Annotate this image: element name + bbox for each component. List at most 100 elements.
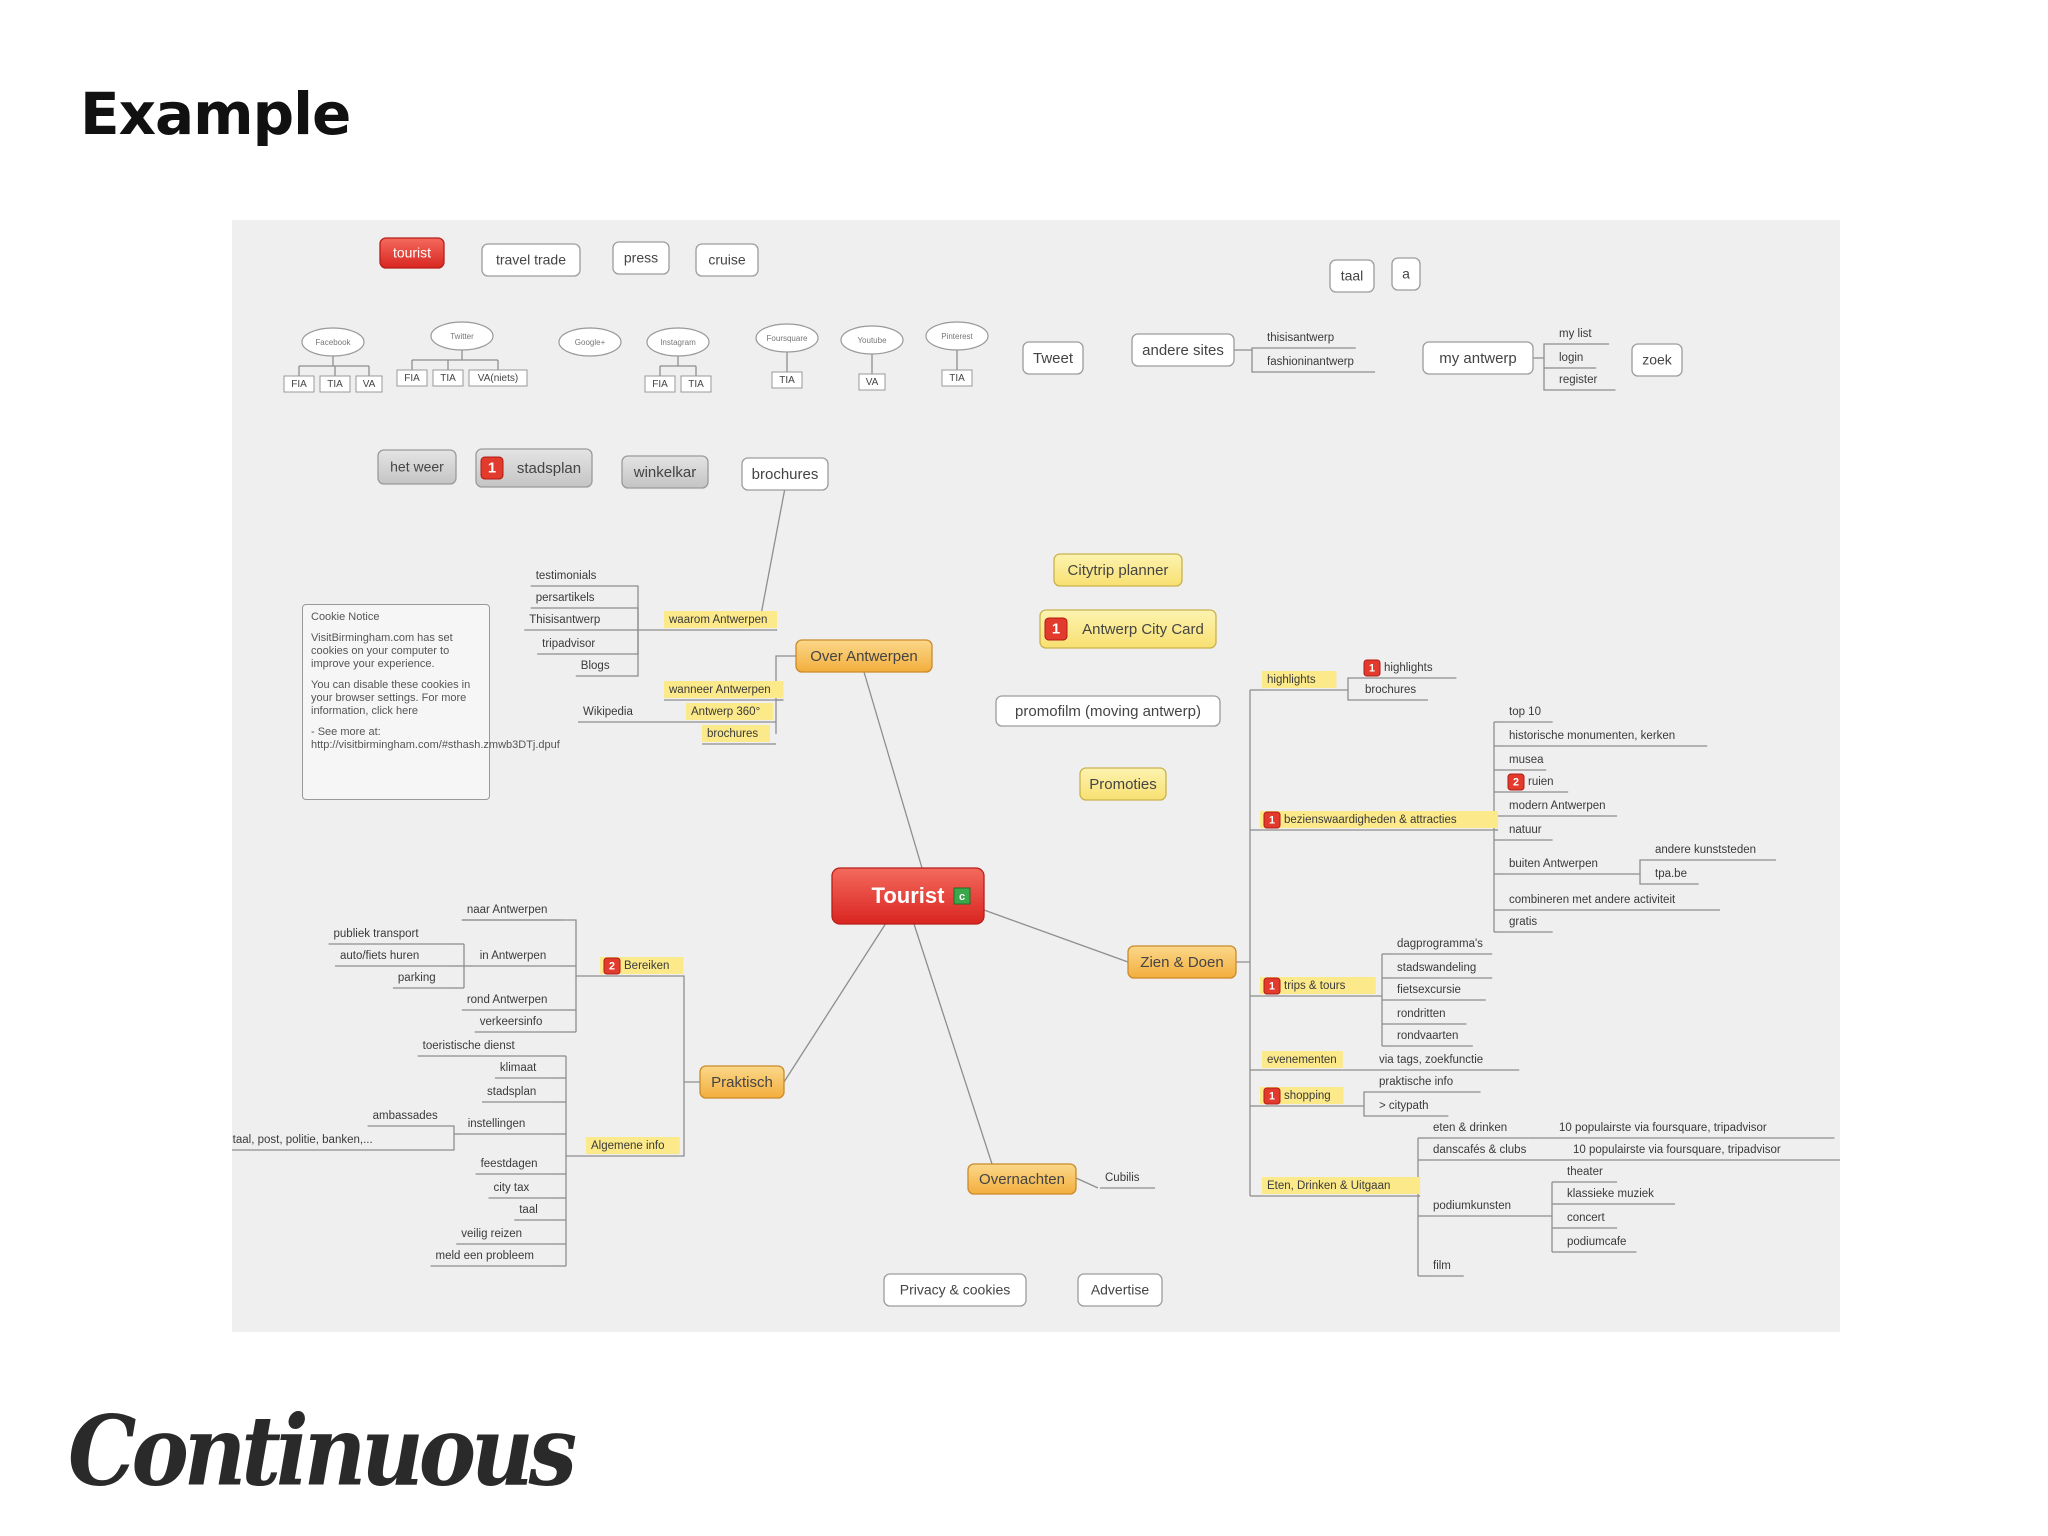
label-wanneer[interactable]: wanneer Antwerpen — [664, 681, 784, 701]
node-overnachten[interactable]: Overnachten — [967, 1163, 1077, 1195]
label-theater[interactable]: theater — [1562, 1166, 1618, 1183]
label-login[interactable]: login — [1554, 352, 1597, 369]
node-zoek[interactable]: zoek — [1631, 343, 1683, 377]
label-tripadvisor[interactable]: tripadvisor — [537, 638, 618, 655]
label-rond[interactable]: rond Antwerpen — [461, 994, 562, 1011]
node-tourist-tab[interactable]: tourist — [379, 237, 445, 269]
label-gratis[interactable]: gratis — [1504, 916, 1553, 933]
label-concert[interactable]: concert — [1562, 1212, 1618, 1229]
label-veilig[interactable]: veilig reizen — [456, 1228, 550, 1245]
social-google[interactable]: Google+ — [558, 327, 622, 357]
label-modern[interactable]: modern Antwerpen — [1504, 800, 1618, 817]
label-eten-uitgaan[interactable]: Eten, Drinken & Uitgaan — [1262, 1177, 1421, 1197]
node-citytrip[interactable]: Citytrip planner — [1053, 553, 1183, 587]
node-advertise[interactable]: Advertise — [1077, 1273, 1163, 1307]
label-fsq2[interactable]: 10 populairste via foursquare, tripadvis… — [1568, 1144, 1840, 1161]
label-praktische[interactable]: praktische info — [1374, 1076, 1481, 1093]
label-ambassades[interactable]: ambassades — [367, 1110, 442, 1127]
label-eten[interactable]: eten & drinken — [1428, 1122, 1529, 1139]
label-tpabe[interactable]: tpa.be — [1650, 868, 1699, 885]
label-persartikels[interactable]: persartikels — [530, 592, 618, 609]
node-travel-trade[interactable]: travel trade — [481, 243, 581, 277]
label-natuur[interactable]: natuur — [1504, 824, 1553, 841]
node-promoties[interactable]: Promoties — [1079, 767, 1167, 801]
label-register[interactable]: register — [1554, 374, 1616, 391]
node-brochures-top[interactable]: brochures — [741, 457, 829, 491]
node-winkelkar[interactable]: winkelkar — [621, 455, 709, 489]
label-cubilis[interactable]: Cubilis — [1100, 1172, 1156, 1189]
label-musea[interactable]: musea — [1504, 754, 1547, 771]
node-cruise[interactable]: cruise — [695, 243, 759, 277]
label-publiek[interactable]: publiek transport — [328, 928, 448, 945]
label-combineren[interactable]: combineren met andere activiteit — [1504, 894, 1721, 911]
label-instellingen[interactable]: instellingen — [462, 1118, 550, 1135]
label-auto[interactable]: auto/fiets huren — [334, 950, 448, 967]
label-dagprog[interactable]: dagprogramma's — [1392, 938, 1493, 955]
label-thisisantwerp[interactable]: Thisisantwerp — [524, 614, 618, 631]
label-klimaat[interactable]: klimaat — [494, 1062, 550, 1079]
label-buiten[interactable]: buiten Antwerpen — [1504, 858, 1618, 875]
node-tweet[interactable]: Tweet — [1022, 341, 1084, 375]
node-taal-top[interactable]: taal — [1329, 259, 1375, 293]
label-stadswandeling[interactable]: stadswandeling — [1392, 962, 1493, 979]
label-rondvaarten[interactable]: rondvaarten — [1392, 1030, 1473, 1047]
label-andere-kunst[interactable]: andere kunststeden — [1650, 844, 1776, 861]
label-algemene[interactable]: Algemene info — [586, 1137, 680, 1157]
label-antwerp360[interactable]: Antwerp 360° — [686, 703, 774, 723]
label-evenementen[interactable]: evenementen — [1262, 1051, 1343, 1071]
label-klassieke[interactable]: klassieke muziek — [1562, 1188, 1676, 1205]
node-a[interactable]: a — [1391, 257, 1421, 291]
node-press[interactable]: press — [612, 241, 670, 275]
label-verkeersinfo[interactable]: verkeersinfo — [474, 1016, 562, 1033]
node-privacy[interactable]: Privacy & cookies — [883, 1273, 1027, 1307]
label-highlights[interactable]: highlights — [1262, 671, 1337, 691]
node-andere-sites[interactable]: andere sites — [1131, 333, 1235, 367]
label-brochures-zien[interactable]: brochures — [1360, 684, 1428, 701]
label-podiumcafe[interactable]: podiumcafe — [1562, 1236, 1637, 1253]
node-my-antwerp[interactable]: my antwerp — [1422, 341, 1534, 375]
node-praktisch[interactable]: Praktisch — [699, 1065, 785, 1099]
label-naar-antwerpen[interactable]: naar Antwerpen — [461, 904, 562, 921]
label-wikipedia[interactable]: Wikipedia — [578, 706, 646, 723]
label-taal-info[interactable]: taal — [514, 1204, 550, 1221]
label-fietsexcursie[interactable]: fietsexcursie — [1392, 984, 1486, 1001]
label-top10[interactable]: top 10 — [1504, 706, 1553, 723]
label-probleem[interactable]: meld een probleem — [430, 1250, 550, 1267]
label-stadsplan-info[interactable]: stadsplan — [482, 1086, 550, 1103]
label-my-list[interactable]: my list — [1554, 328, 1610, 345]
label-waarom[interactable]: waarom Antwerpen — [664, 611, 778, 631]
node-promofilm[interactable]: promofilm (moving antwerp) — [995, 695, 1221, 727]
label-citypath[interactable]: > citypath — [1374, 1100, 1449, 1117]
label-testimonials[interactable]: testimonials — [530, 570, 618, 587]
label-parking[interactable]: parking — [392, 972, 448, 989]
node-zien-doen[interactable]: Zien & Doen — [1127, 945, 1237, 979]
label-in-antwerpen[interactable]: in Antwerpen — [474, 950, 562, 967]
label-toeristische[interactable]: toeristische dienst — [417, 1040, 550, 1057]
node-het-weer[interactable]: het weer — [377, 449, 457, 485]
label-blogs[interactable]: Blogs — [575, 660, 618, 677]
label-fashioninantwerp[interactable]: fashioninantwerp — [1262, 356, 1376, 373]
label-danscafes[interactable]: danscafés & clubs — [1428, 1144, 1548, 1161]
label-thisisantwerp-top[interactable]: thisisantwerp — [1262, 332, 1356, 349]
label-film[interactable]: film — [1428, 1260, 1464, 1277]
label-hospitaal[interactable]: hospitaal, post, politie, banken,... — [232, 1134, 442, 1151]
label-viatags[interactable]: via tags, zoekfunctie — [1374, 1054, 1520, 1071]
label-feestdagen[interactable]: feestdagen — [475, 1158, 550, 1175]
label-podium[interactable]: podiumkunsten — [1428, 1200, 1522, 1217]
label-citytax[interactable]: city tax — [488, 1182, 550, 1199]
